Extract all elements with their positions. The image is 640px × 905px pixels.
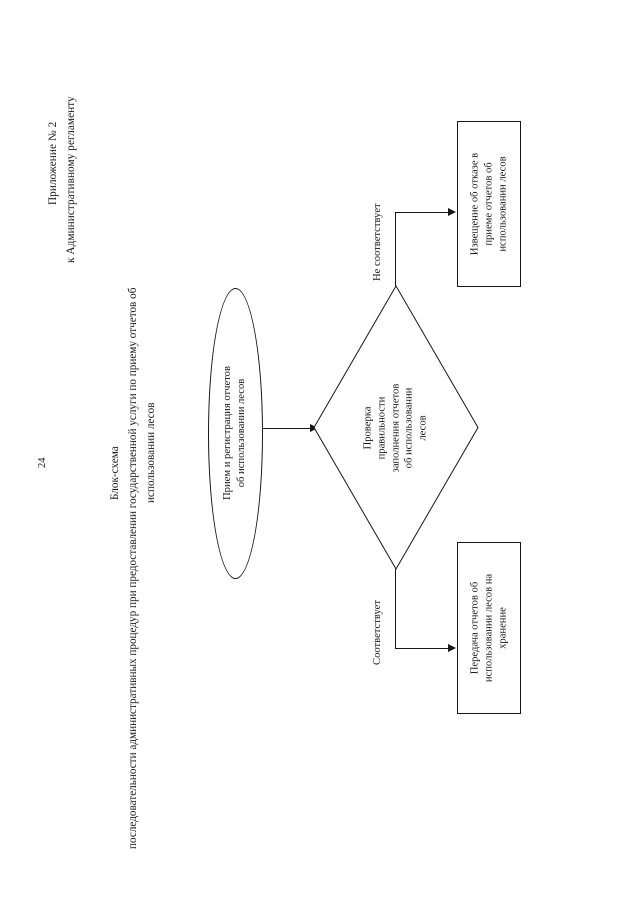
arrowhead-decision-to-storage [448, 644, 456, 652]
flow-node-storage-label: Передача отчетов об использовании лесов … [469, 573, 508, 683]
flow-node-decision-label: Проверка правильности заполнения отчетов… [362, 383, 429, 473]
connector-decision-to-storage-vertical [395, 569, 396, 648]
flow-node-refusal [457, 121, 521, 287]
edge-label-not-matching: Не соответствует [372, 203, 383, 281]
appendix-line-1: Приложение № 2 [47, 121, 59, 205]
connector-start-to-decision [263, 428, 311, 429]
title-line-1: Блок-схема [109, 446, 121, 500]
connector-decision-to-storage-horizontal [395, 648, 449, 649]
title-line-2: последовательности административных проц… [127, 287, 139, 849]
appendix-line-2: к Административному регламенту [65, 96, 77, 263]
title-line-3: использовании лесов [145, 402, 157, 503]
flow-node-storage [457, 542, 521, 714]
connector-decision-to-refusal-horizontal [395, 212, 449, 213]
flow-node-decision [313, 285, 479, 570]
edge-label-matching: Соответствует [372, 599, 383, 665]
flow-node-start-label: Прием и регистрация отчетов об использов… [222, 366, 247, 500]
flow-node-refusal-label: Извещение об отказе в приеме отчетов об … [469, 152, 508, 256]
flow-node-start [208, 288, 263, 579]
connector-decision-to-refusal-vertical [395, 212, 396, 286]
page-number: 24 [37, 457, 48, 469]
arrowhead-decision-to-refusal [448, 208, 456, 216]
